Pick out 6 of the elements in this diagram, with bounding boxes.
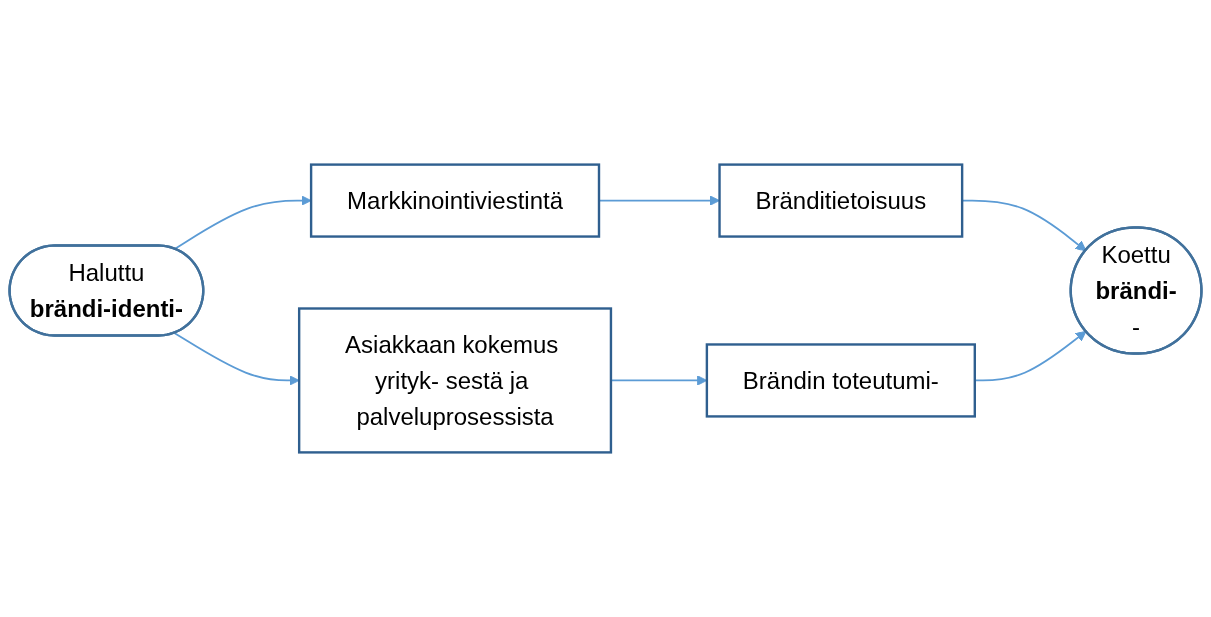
arrow	[173, 332, 300, 386]
node-box: Asiakkaan kokemus yrityk- sestä ja palveluprosessista	[297, 307, 613, 454]
node-box: Markkinointiviestintä	[309, 163, 601, 238]
node-box: Bränditietoisuus	[718, 163, 964, 238]
arrow	[173, 195, 312, 250]
node-box: Brändin toteutumi-	[705, 343, 976, 418]
